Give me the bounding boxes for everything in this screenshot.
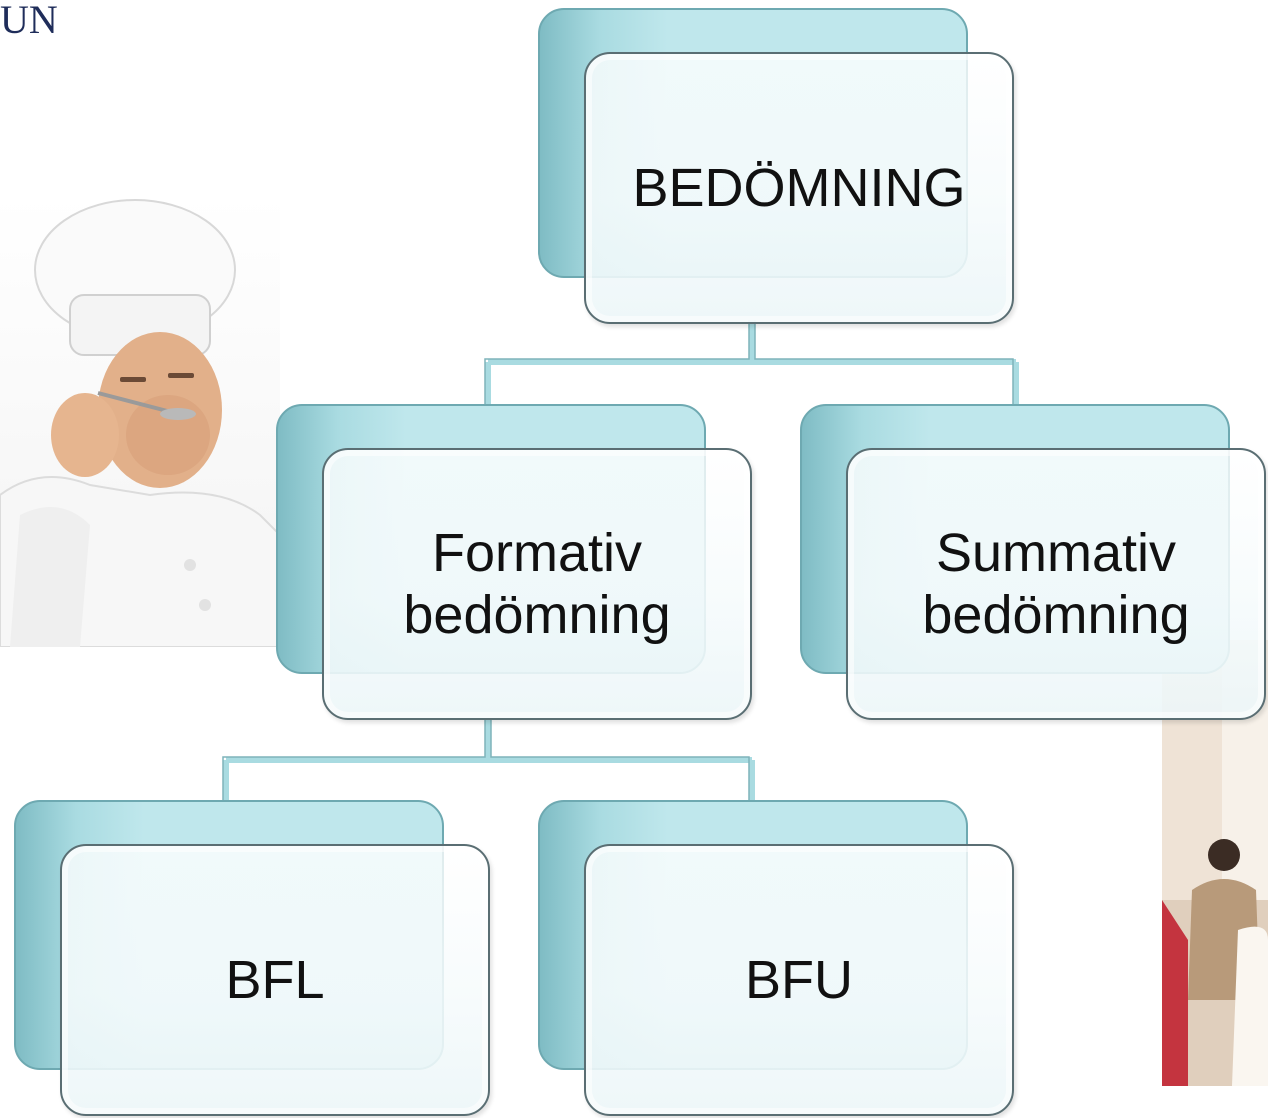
node-front-shape: BFU — [584, 844, 1014, 1116]
node-label: BFU — [745, 950, 853, 1010]
node-label: BEDÖMNING — [632, 158, 966, 218]
node-front-shape: Summativ bedömning — [846, 448, 1266, 720]
node-label: Formativ bedömning — [403, 523, 671, 645]
node-front-shape: BEDÖMNING — [584, 52, 1014, 324]
node-front-shape: Formativ bedömning — [322, 448, 752, 720]
corner-text: UN — [0, 0, 58, 42]
chef-photo — [0, 195, 280, 647]
node-label: Summativ bedömning — [922, 523, 1190, 645]
node-front-shape: BFL — [60, 844, 490, 1116]
node-label: BFL — [225, 950, 325, 1010]
